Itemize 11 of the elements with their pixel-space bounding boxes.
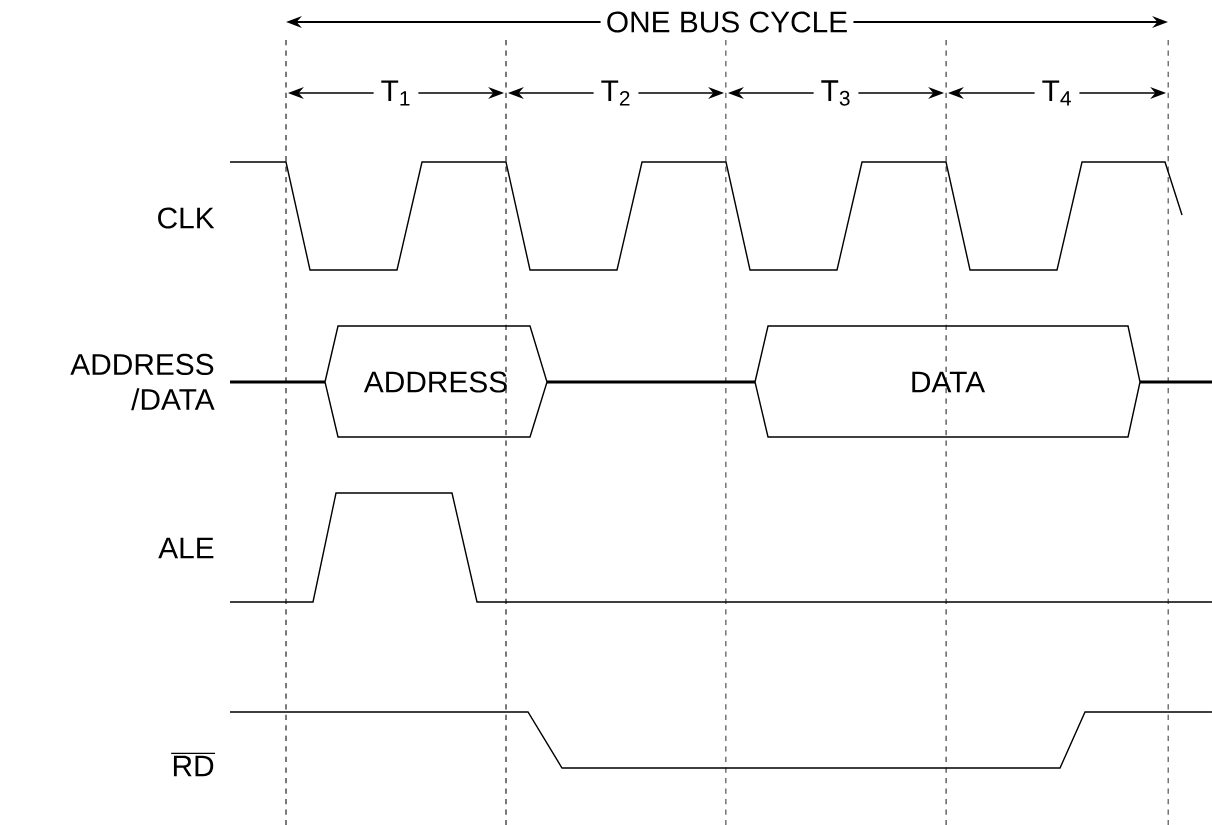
- bus-value: ADDRESS: [324, 325, 548, 438]
- dimension-label: T$_{3}$: [813, 73, 859, 113]
- dimension-label: T$_{2}$: [593, 73, 639, 113]
- signal-name: ADDRESS /DATA: [70, 353, 215, 411]
- signal-name: ALE: [158, 537, 214, 559]
- dimension-label: ONE BUS CYCLE: [600, 6, 854, 38]
- dimension-label: T$_{4}$: [1034, 73, 1080, 113]
- signal-name: RD: [170, 752, 216, 777]
- signal-name: CLK: [158, 207, 215, 229]
- dimension-label: T$_{1}$: [373, 73, 419, 113]
- bus-value: DATA: [754, 325, 1141, 438]
